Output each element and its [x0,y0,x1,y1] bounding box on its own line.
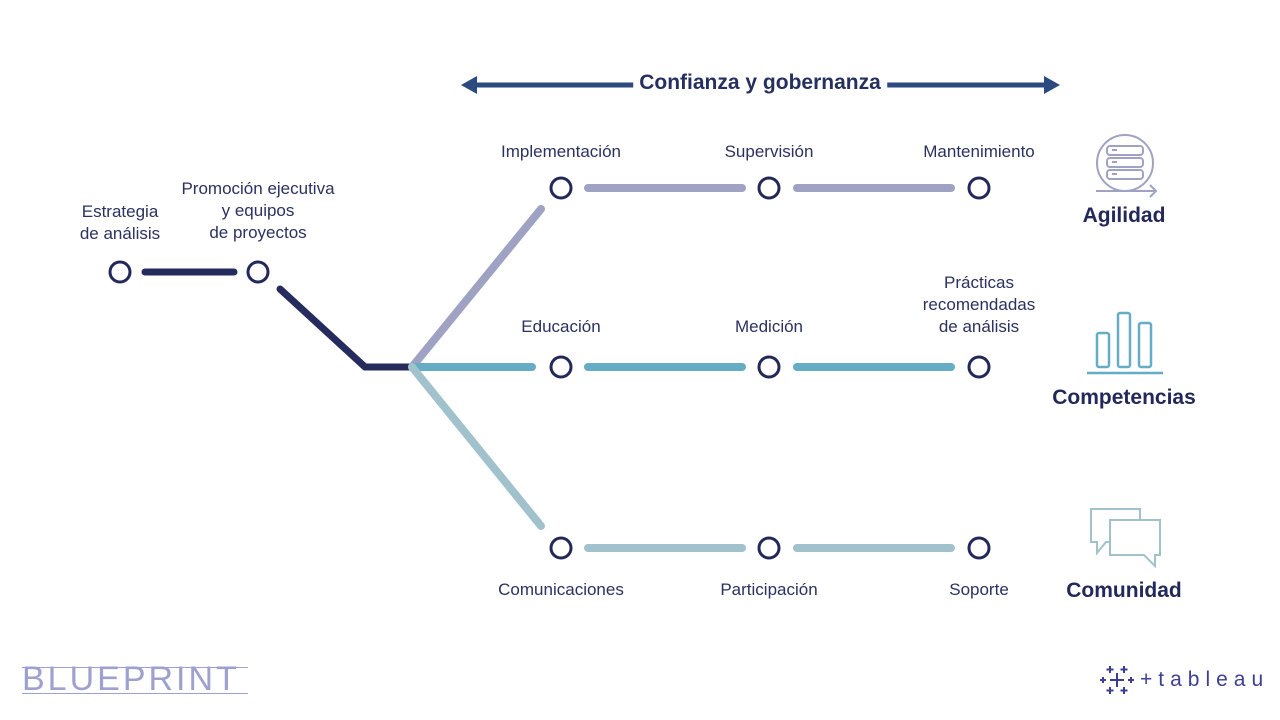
label-comunicaciones: Comunicaciones [498,580,624,599]
blueprint-guide-top [22,667,248,668]
governance-title: Confianza y gobernanza [633,71,887,95]
blueprint-guide-bottom [22,693,248,694]
arrow-right-head [1044,76,1060,94]
branches [408,205,545,530]
branch-agilidad [408,205,545,371]
blueprint-wordmark: BLUEPRINT [22,660,240,698]
label-soporte: Soporte [949,580,1009,599]
node-educacion [549,355,573,379]
node-comunicaciones [549,536,573,560]
arrow-left-head [461,76,477,94]
node-supervision [757,176,781,200]
nodes [108,176,991,560]
category-comunidad: Comunidad [1066,579,1182,602]
label-medicion: Medición [734,317,804,336]
chat-bubbles-icon [1090,508,1161,569]
category-competencias: Competencias [1052,386,1196,409]
node-promocion [246,260,270,284]
node-implementacion [549,176,573,200]
category-agilidad: Agilidad [1082,204,1166,227]
label-implementacion: Implementación [500,142,622,161]
label-mantenimiento: Mantenimiento [923,142,1035,161]
label-promocion: Promoción ejecutiva y equipos de proyect… [181,179,335,242]
label-educacion: Educación [521,317,601,336]
node-medicion [757,355,781,379]
label-estrategia: Estrategia de análisis [79,202,161,243]
start-path [141,268,416,371]
node-practicas [967,355,991,379]
tableau-wordmark: +tableau [1140,668,1270,691]
node-mantenimiento [967,176,991,200]
branch-comunidad [408,363,545,530]
node-soporte [967,536,991,560]
tableau-plus-icon [1100,666,1134,694]
node-participacion [757,536,781,560]
node-estrategia [108,260,132,284]
server-cycle-icon [1096,134,1158,198]
label-practicas: Prácticas recomendadas de análisis [922,273,1036,336]
bar-chart-icon [1087,311,1163,375]
tableau-logo: +tableau [1100,664,1269,696]
label-participacion: Participación [720,580,818,599]
label-supervision: Supervisión [724,142,814,161]
track-segments [584,184,955,552]
